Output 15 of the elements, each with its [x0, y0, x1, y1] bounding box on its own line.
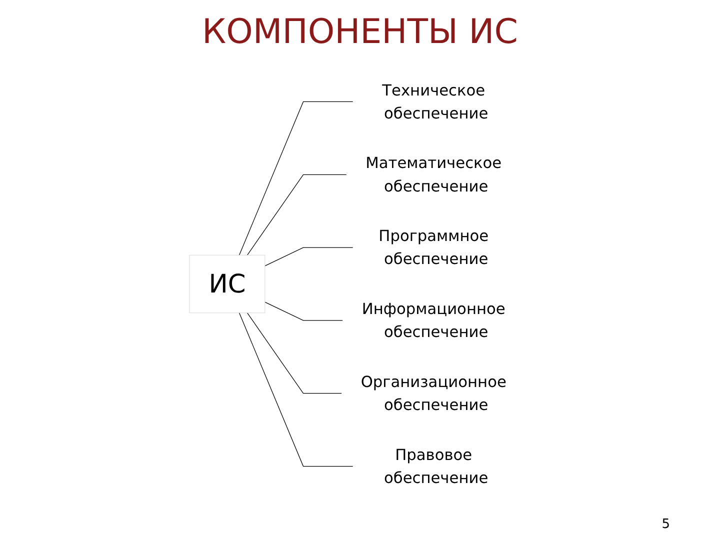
node-text: Правовое обеспечение — [384, 446, 488, 487]
connector — [238, 312, 354, 467]
connector — [264, 247, 354, 266]
page-number: 5 — [662, 517, 670, 532]
connector — [238, 101, 354, 256]
connector — [264, 302, 344, 321]
node-text: Техническое обеспечение — [382, 81, 488, 122]
connector — [246, 312, 342, 394]
node-text: Информационное обеспечение — [362, 300, 506, 341]
connector — [246, 174, 347, 256]
node-text: Организационное обеспечение — [360, 372, 506, 414]
title: КОМПОНЕНТЫ ИС — [201, 12, 519, 52]
node-text: Математическое обеспечение — [366, 154, 502, 196]
node-text: Программное обеспечение — [378, 227, 489, 268]
node-box: ИС — [189, 254, 266, 314]
